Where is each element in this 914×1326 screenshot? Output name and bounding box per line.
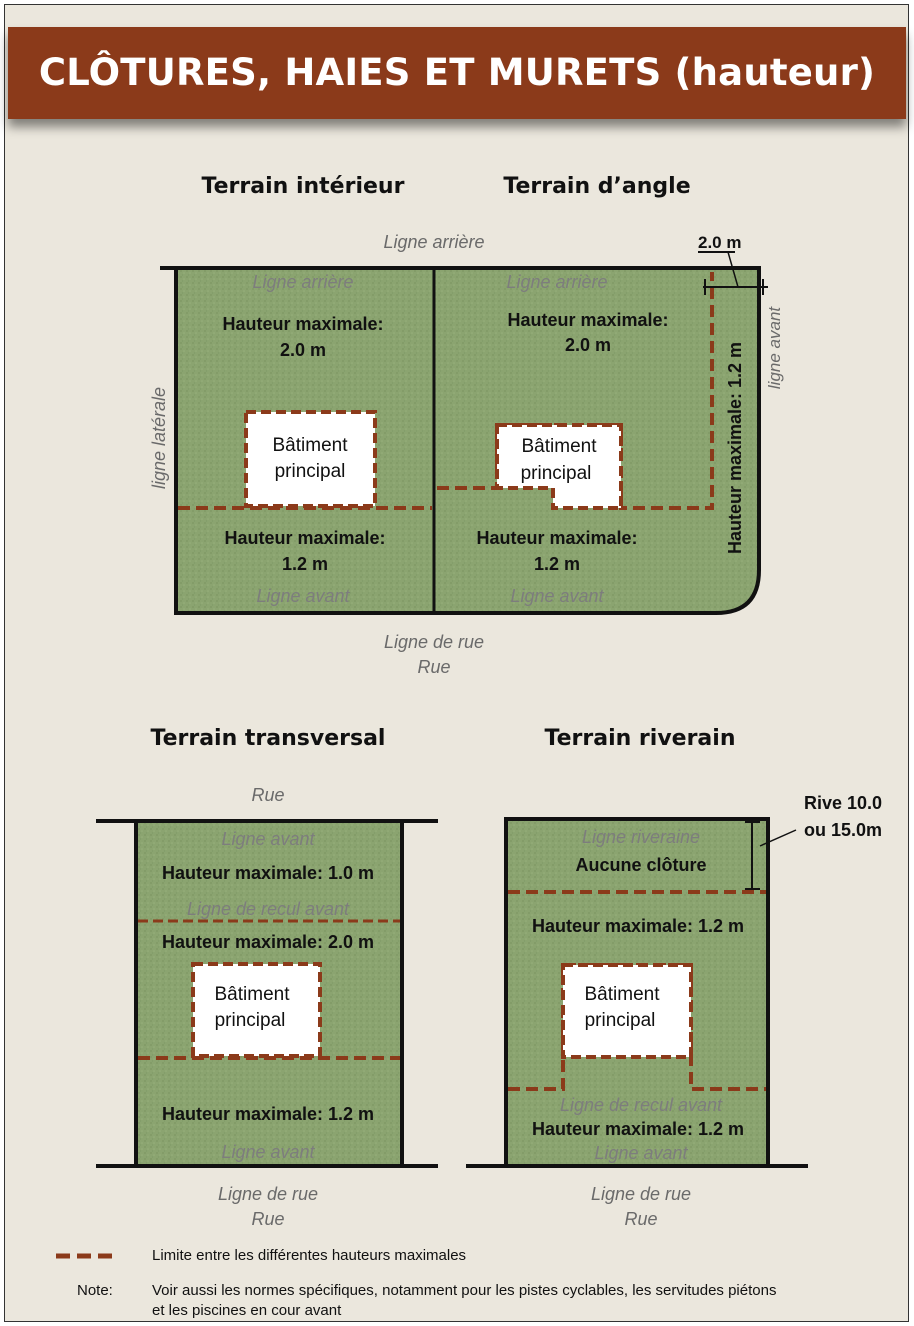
- shore-dimension-leader: [759, 829, 797, 847]
- interior-front-height-value: 1.2 m: [282, 554, 328, 574]
- riverside-front-line: Ligne avant: [594, 1143, 688, 1163]
- interior-front-height-label: Hauteur maximale:: [224, 528, 385, 548]
- shared-rear-line-label: Ligne arrière: [383, 232, 484, 252]
- transversal-building-line2: principal: [215, 1010, 286, 1031]
- transversal-building-line1: Bâtiment: [215, 984, 291, 1005]
- corner-front-height-label: Hauteur maximale:: [476, 528, 637, 548]
- dimension-leader: [727, 251, 739, 288]
- riverside-height-lower: Hauteur maximale: 1.2 m: [532, 1119, 744, 1139]
- transversal-street-top: Rue: [251, 785, 284, 805]
- riverside-street: Rue: [624, 1209, 657, 1229]
- transversal-street: Rue: [251, 1209, 284, 1229]
- riverside-building: [561, 963, 693, 1059]
- corner-front-height-value: 1.2 m: [534, 554, 580, 574]
- riverside-building-line1: Bâtiment: [585, 984, 661, 1005]
- transversal-setback-line: Ligne de recul avant: [187, 899, 350, 919]
- transversal-street-line: Ligne de rue: [218, 1184, 318, 1204]
- corner-rear-height-value: 2.0 m: [565, 335, 611, 355]
- corner-building: [495, 423, 623, 510]
- note-label: Note:: [77, 1282, 113, 1299]
- corner-side-front-line: ligne avant: [765, 306, 784, 390]
- top-lots-lawn: [176, 268, 759, 613]
- riverside-setback-line: Ligne de recul avant: [560, 1095, 723, 1115]
- transversal-height-middle: Hauteur maximale: 2.0 m: [162, 932, 374, 952]
- riverside-height-upper: Hauteur maximale: 1.2 m: [532, 916, 744, 936]
- interior-building-line1: Bâtiment: [273, 435, 349, 456]
- corner-rear-line: Ligne arrière: [506, 272, 607, 292]
- corner-building-line2: principal: [521, 463, 592, 484]
- interior-rear-height-value: 2.0 m: [280, 340, 326, 360]
- interior-rear-height-label: Hauteur maximale:: [222, 314, 383, 334]
- heading-interior: Terrain intérieur: [202, 174, 405, 199]
- transversal-front-line-top: Ligne avant: [221, 829, 315, 849]
- corner-rear-height-label: Hauteur maximale:: [507, 310, 668, 330]
- interior-side-line: ligne latérale: [149, 387, 169, 489]
- corner-front-line: Ligne avant: [510, 586, 604, 606]
- corner-building-line1: Bâtiment: [522, 436, 598, 457]
- interior-building: [244, 410, 377, 508]
- note-line2: et les piscines en cour avant: [152, 1302, 342, 1319]
- interior-front-line: Ligne avant: [256, 586, 350, 606]
- heading-corner: Terrain d’angle: [503, 174, 690, 199]
- top-street-line: Ligne de rue: [384, 632, 484, 652]
- top-lots-outline: [160, 266, 761, 615]
- transversal-height-top: Hauteur maximale: 1.0 m: [162, 863, 374, 883]
- interior-rear-line: Ligne arrière: [252, 272, 353, 292]
- riverside-outline: [504, 817, 770, 1166]
- transversal-height-bottom: Hauteur maximale: 1.2 m: [162, 1104, 374, 1124]
- dimension-label: 2.0 m: [698, 233, 741, 252]
- transversal-front-line-bottom: Ligne avant: [221, 1142, 315, 1162]
- shore-label-line2: ou 15.0m: [804, 820, 882, 840]
- page-title: CLÔTURES, HAIES ET MURETS (hauteur): [38, 51, 876, 94]
- riverside-line: Ligne riveraine: [582, 827, 700, 847]
- legend-dash-description: Limite entre les différentes hauteurs ma…: [152, 1247, 467, 1264]
- shore-label-line1: Rive 10.0: [804, 793, 882, 813]
- top-street: Rue: [417, 657, 450, 677]
- note-line1: Voir aussi les normes spécifiques, notam…: [152, 1282, 777, 1299]
- riverside-street-line: Ligne de rue: [591, 1184, 691, 1204]
- interior-building-line2: principal: [275, 461, 346, 482]
- heading-riverside: Terrain riverain: [545, 726, 736, 751]
- title-banner: [8, 27, 906, 119]
- corner-side-height: Hauteur maximale: 1.2 m: [725, 342, 745, 554]
- transversal-building: [191, 962, 322, 1058]
- riverside-building-line2: principal: [585, 1010, 656, 1031]
- riverside-no-fence: Aucune clôture: [575, 855, 706, 875]
- heading-transversal: Terrain transversal: [151, 726, 386, 751]
